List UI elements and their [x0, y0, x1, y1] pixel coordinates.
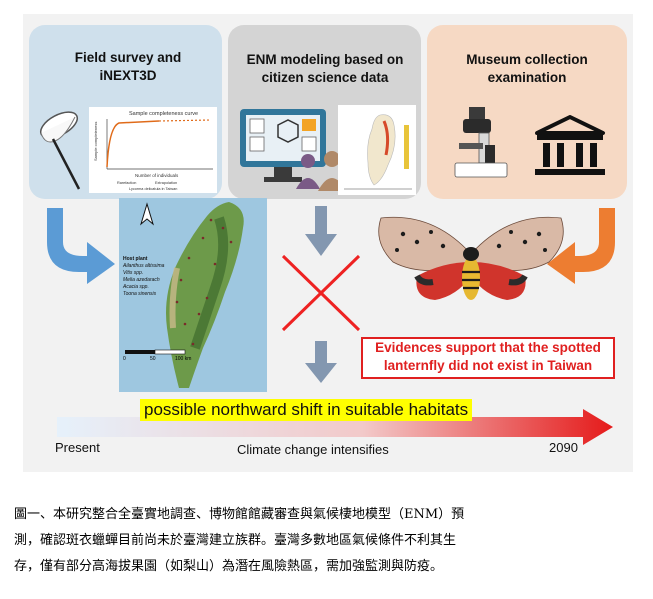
field-survey-box: Field survey and iNEXT3D Sample complete… [29, 25, 222, 199]
microscope-icon [454, 107, 508, 178]
caption-line-2: 測，確認斑衣蠟蟬目前尚未於臺灣建立族群。臺灣多數地區氣候條件不利其生 [14, 533, 457, 548]
left-curved-arrow [47, 208, 115, 284]
curve-legend-series: Lycorma delicatula in Taiwan [129, 187, 177, 191]
spotted-lanternfly-image [378, 216, 564, 300]
map-scale-0: 0 [123, 356, 126, 362]
middle-down-arrow [305, 206, 337, 256]
right-curved-arrow [547, 208, 615, 284]
taiwan-island-shape [125, 202, 244, 388]
map-legend-item: Melia azedarach [123, 277, 160, 283]
enm-modeling-title: ENM modeling based on citizen science da… [246, 52, 404, 85]
enm-modeling-box: ENM modeling based on citizen science da… [228, 25, 421, 199]
computer-model-icon [240, 109, 326, 182]
map-scale-100: 100 km [175, 356, 192, 362]
map-legend-item: Acacia spp. [123, 284, 149, 290]
museum-building-icon [535, 115, 605, 175]
museum-collection-title: Museum collection examination [466, 52, 588, 85]
curve-plot-xlabel: Number of individuals [135, 173, 179, 178]
map-scale-50: 50 [150, 356, 156, 362]
northward-shift-label: possible northward shift in suitable hab… [140, 399, 473, 421]
curve-legend-extrapolation: Extrapolation [155, 181, 177, 185]
insect-net-icon [39, 111, 81, 190]
taiwan-host-plant-map: Host plant Ailanthus altissima Vitis spp… [119, 198, 267, 392]
figure-caption: 圖一、本研究整合全臺實地調查、博物館館藏審查與氣候棲地模型（ENM）預 測，確認… [14, 502, 639, 580]
field-survey-title: Field survey and iNEXT3D [74, 50, 182, 83]
figure-panel: Field survey and iNEXT3D Sample complete… [23, 14, 633, 472]
evidence-line-2: lanternfly did not exist in Taiwan [383, 358, 593, 373]
evidence-statement-box: Evidences support that the spotted lante… [361, 337, 615, 379]
lower-down-arrow [305, 341, 337, 383]
evidence-line-1: Evidences support that the spotted [375, 340, 601, 355]
timeline-end-label: 2090 [549, 440, 578, 455]
map-legend-title: Host plant [123, 256, 148, 262]
map-legend-item: Ailanthus altissima [123, 263, 165, 269]
curve-legend-rarefaction: Rarefaction [117, 181, 136, 185]
museum-collection-box: Museum collection examination [427, 25, 627, 199]
completeness-curve-plot: Sample completeness curve Sample complet… [89, 107, 217, 193]
caption-line-3: 存，僅有部分高海拔果園（如梨山）為潛在風險熱區，需加強監測與防疫。 [14, 559, 444, 574]
caption-line-1: 圖一、本研究整合全臺實地調查、博物館館藏審查與氣候棲地模型（ENM）預 [14, 507, 465, 522]
red-cross-icon [281, 254, 361, 332]
timeline-middle-label: Climate change intensifies [237, 442, 389, 457]
map-legend-item: Toona sinensis [123, 291, 157, 297]
map-legend-item: Vitis spp. [123, 270, 144, 276]
curve-plot-title: Sample completeness curve [129, 111, 198, 117]
suitability-map-thumbnail [338, 105, 416, 195]
curve-plot-ylabel: Sample completeness [93, 122, 98, 161]
timeline-start-label: Present [55, 440, 100, 455]
map-legend: Host plant Ailanthus altissima Vitis spp… [123, 256, 164, 298]
